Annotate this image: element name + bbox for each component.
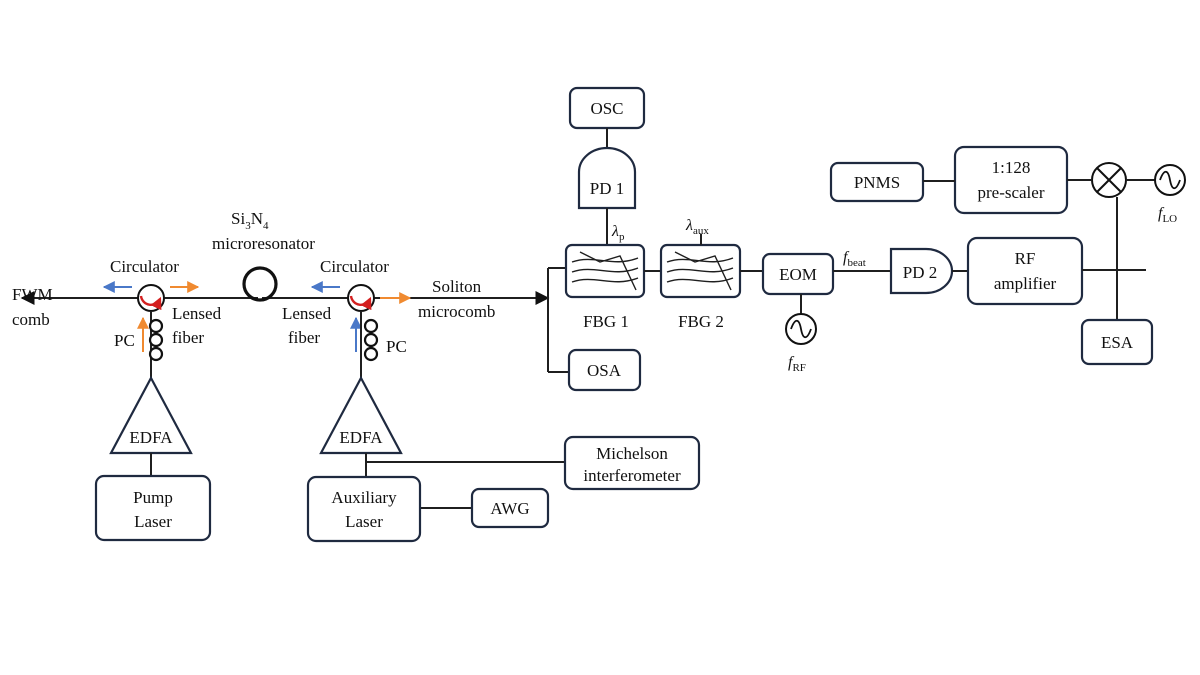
soliton-label-1: Soliton	[432, 277, 482, 296]
mixer-icon	[1091, 162, 1127, 198]
rf-amp-label-1: RF	[1015, 249, 1036, 268]
lambda-p-label: λp	[611, 223, 625, 243]
michelson-label-1: Michelson	[596, 444, 668, 463]
fwm-label-1: FWM	[12, 285, 53, 304]
awg-label: AWG	[490, 499, 529, 518]
osa-box	[567, 348, 642, 392]
esa-box	[1080, 318, 1154, 366]
esa-label: ESA	[1101, 333, 1134, 352]
eom-label: EOM	[779, 265, 817, 284]
aux-laser-label-1: Auxiliary	[331, 488, 397, 507]
fbg2-grating-icon	[666, 251, 734, 291]
pc-left-label: PC	[114, 331, 135, 350]
pd1-detector	[577, 146, 637, 210]
rf-amp-label-2: amplifier	[994, 274, 1057, 293]
circulator-left-label: Circulator	[110, 257, 179, 276]
pump-laser-label-1: Pump	[133, 488, 173, 507]
pd2-label: PD 2	[903, 263, 937, 282]
circulator-left-icon	[137, 284, 165, 312]
aux-laser-label-2: Laser	[345, 512, 383, 531]
soliton-label-2: microcomb	[418, 302, 495, 321]
prescaler-box	[953, 145, 1069, 215]
rf-amplifier-box	[966, 236, 1084, 306]
prescaler-label-1: 1:128	[992, 158, 1031, 177]
lensed-left-label-1: Lensed	[172, 304, 222, 323]
fbg1-grating-icon	[571, 251, 639, 291]
edfa-right-triangle	[319, 375, 403, 455]
auxiliary-laser-box	[306, 475, 422, 543]
pump-laser-label-2: Laser	[134, 512, 172, 531]
fbg2-label: FBG 2	[678, 312, 724, 331]
resonator-formula: Si3N4	[231, 209, 269, 232]
fbeat-label: fbeat	[843, 249, 866, 269]
pd1-label: PD 1	[590, 179, 624, 198]
osc-label: OSC	[590, 99, 623, 118]
michelson-box	[563, 435, 701, 491]
lensed-left-label-2: fiber	[172, 328, 204, 347]
rf-source-icon	[785, 313, 817, 345]
circulator-right-icon	[347, 284, 375, 312]
michelson-label-2: interferometer	[583, 466, 681, 485]
pc-left-icon	[148, 318, 164, 362]
lo-source-icon	[1154, 164, 1186, 196]
pd2-detector	[889, 247, 954, 295]
lambda-aux-label: λaux	[685, 217, 709, 237]
eom-box	[761, 252, 835, 296]
pump-laser-box	[94, 474, 212, 542]
frf-label: fRF	[788, 354, 806, 374]
flo-label: fLO	[1158, 205, 1177, 225]
pc-right-label: PC	[386, 337, 407, 356]
fwm-label-2: comb	[12, 310, 50, 329]
prescaler-label-2: pre-scaler	[977, 183, 1044, 202]
microresonator-ring-icon	[242, 266, 278, 302]
edfa-right-label: EDFA	[339, 428, 383, 447]
resonator-label: microresonator	[212, 234, 315, 253]
osa-label: OSA	[587, 361, 622, 380]
lensed-right-label-2: fiber	[288, 328, 320, 347]
pnms-label: PNMS	[854, 173, 900, 192]
pc-right-icon	[363, 318, 379, 362]
fbg1-label: FBG 1	[583, 312, 629, 331]
lensed-right-label-1: Lensed	[282, 304, 332, 323]
edfa-left-label: EDFA	[129, 428, 173, 447]
circulator-right-label: Circulator	[320, 257, 389, 276]
awg-box	[470, 487, 550, 529]
